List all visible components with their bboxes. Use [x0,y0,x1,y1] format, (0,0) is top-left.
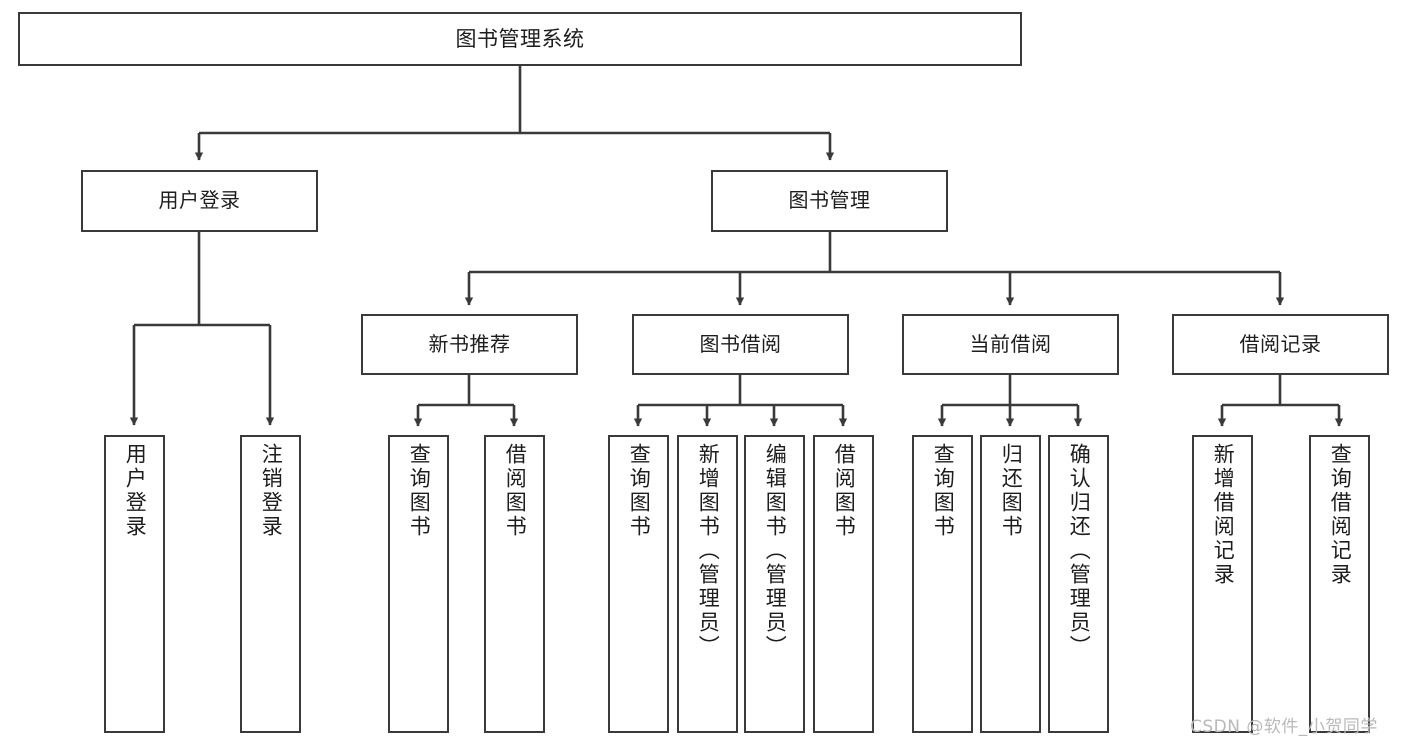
node-label: 当前借阅 [969,331,1052,356]
node-leaf-add-book-admin[interactable]: 新增图书（管理员） [677,435,738,733]
node-label: 借阅图书 [832,443,857,539]
node-leaf-add-borrow-record[interactable]: 新增借阅记录 [1192,435,1253,733]
node-current-borrow[interactable]: 当前借阅 [902,314,1119,375]
node-leaf-query-borrow-record[interactable]: 查询借阅记录 [1309,435,1370,733]
node-label: 确认归还（管理员） [1067,443,1092,659]
node-leaf-return-book[interactable]: 归还图书 [980,435,1041,733]
node-label: 查询图书 [931,443,956,539]
node-label: 查询图书 [627,443,652,539]
node-label: 新增借阅记录 [1211,443,1236,587]
node-user-login[interactable]: 用户登录 [81,170,318,232]
node-label: 新书推荐 [428,331,511,356]
csdn-watermark: CSDN @软件_小贺同学 [1190,717,1378,737]
node-label: 借阅记录 [1239,331,1322,356]
node-leaf-borrow-book-1[interactable]: 借阅图书 [484,435,545,733]
node-book-borrow[interactable]: 图书借阅 [632,314,849,375]
node-book-manage[interactable]: 图书管理 [711,170,948,232]
node-label: 借阅图书 [503,443,528,539]
node-root-book-management-system[interactable]: 图书管理系统 [18,12,1022,66]
node-label: 新增图书（管理员） [696,443,721,659]
node-new-book-recommend[interactable]: 新书推荐 [361,314,578,375]
node-leaf-user-login[interactable]: 用户登录 [104,435,165,733]
node-label: 图书管理 [788,188,871,213]
node-label: 用户登录 [158,188,241,213]
node-leaf-edit-book-admin[interactable]: 编辑图书（管理员） [744,435,805,733]
node-leaf-logout-login[interactable]: 注销登录 [240,435,301,733]
node-label: 归还图书 [999,443,1024,539]
node-label: 用户登录 [123,443,148,539]
node-leaf-borrow-book-2[interactable]: 借阅图书 [813,435,874,733]
node-label: 查询借阅记录 [1328,443,1353,587]
node-label: 注销登录 [259,443,284,539]
node-label: 图书借阅 [699,331,782,356]
node-leaf-query-book-3[interactable]: 查询图书 [912,435,973,733]
node-leaf-query-book-2[interactable]: 查询图书 [608,435,669,733]
node-label: 编辑图书（管理员） [763,443,788,659]
node-borrow-record[interactable]: 借阅记录 [1172,314,1389,375]
node-leaf-query-book-1[interactable]: 查询图书 [388,435,449,733]
node-leaf-confirm-return-admin[interactable]: 确认归还（管理员） [1048,435,1109,733]
node-label: 图书管理系统 [455,26,585,51]
node-label: 查询图书 [407,443,432,539]
